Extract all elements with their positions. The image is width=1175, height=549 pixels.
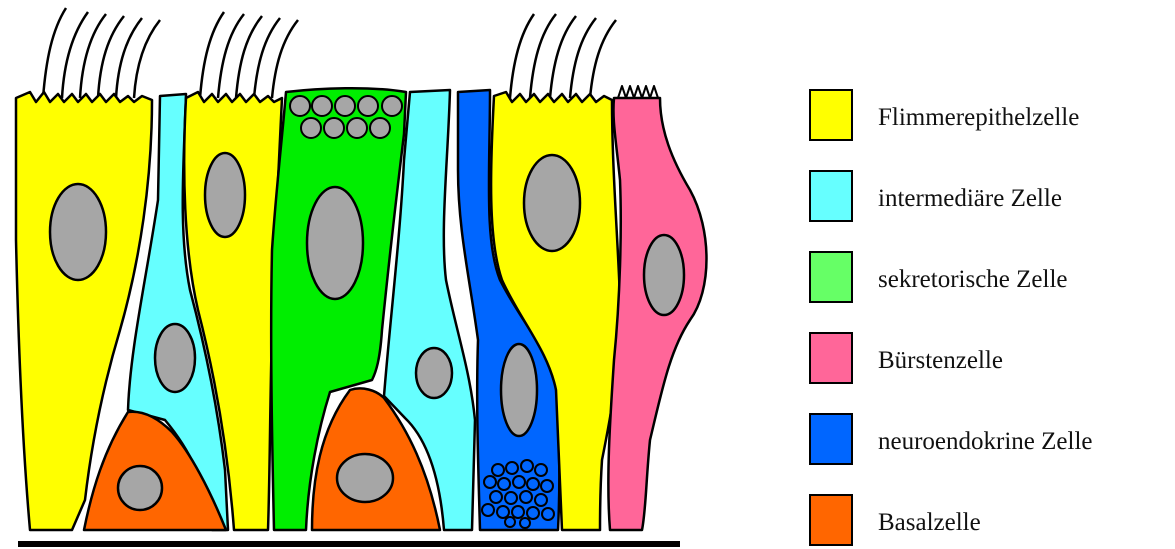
legend-swatch [810,90,852,140]
nucleus [307,187,363,299]
legend-item: intermediäre Zelle [810,171,1062,221]
nucleus [501,344,537,436]
legend-item: Flimmerepithelzelle [810,90,1079,140]
legend-item: neuroendokrine Zelle [810,414,1093,464]
nucleus [155,324,195,392]
legend-label: intermediäre Zelle [878,185,1062,212]
nucleus [416,348,452,398]
legend-label: sekretorische Zelle [878,266,1068,293]
legend-label: Basalzelle [878,509,981,536]
nucleus [50,184,106,280]
nucleus [644,235,684,315]
legend-swatch [810,171,852,221]
legend-label: Flimmerepithelzelle [878,104,1079,131]
nucleus [118,466,162,510]
legend-item: sekretorische Zelle [810,252,1068,302]
epithelium-cells [16,8,707,530]
legend: Flimmerepithelzelle intermediäre Zelle sek… [810,90,1093,545]
nucleus [524,155,580,251]
legend-swatch [810,252,852,302]
legend-item: Bürstenzelle [810,333,1003,383]
cilia-cell-3 [510,14,616,98]
cilia-cell-1 [43,8,160,98]
legend-label: Bürstenzelle [878,347,1003,374]
legend-swatch [810,333,852,383]
nucleus [205,153,245,237]
legend-label: neuroendokrine Zelle [878,428,1093,455]
legend-swatch [810,414,852,464]
basement-membrane [18,541,680,547]
cilia-cell-2 [200,12,298,98]
nucleus [337,454,393,502]
brush-cell-microvilli [618,86,658,98]
legend-swatch [810,495,852,545]
legend-item: Basalzelle [810,495,981,545]
